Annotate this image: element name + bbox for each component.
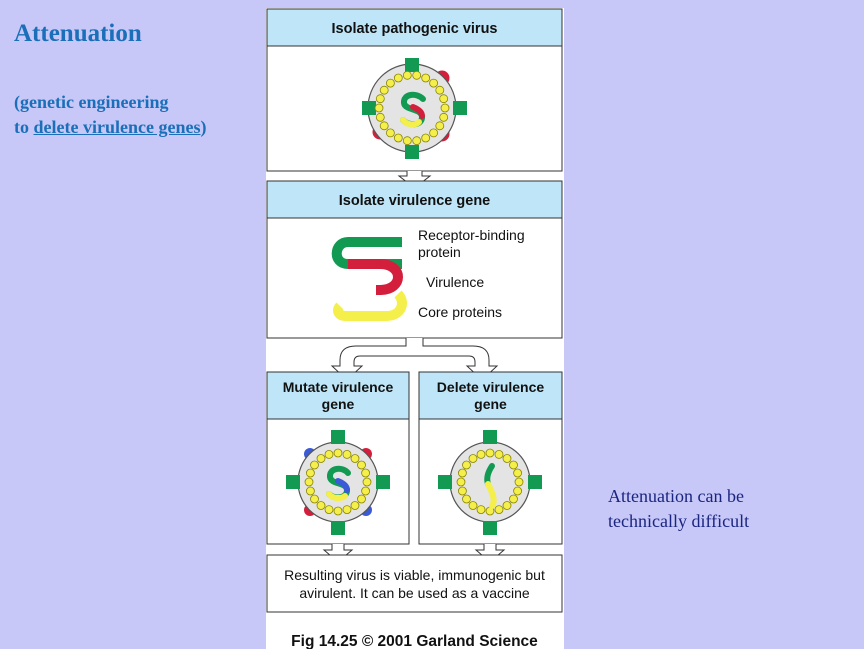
box2-header: Isolate virulence gene <box>339 193 491 209</box>
box-isolate-virulence-gene: Isolate virulence gene Receptor-binding … <box>266 180 563 339</box>
subtitle-suffix: ) <box>200 117 207 137</box>
result-line-1: Resulting virus is viable, immunogenic b… <box>284 567 545 583</box>
subtitle-line-2: to delete virulence genes) <box>14 115 206 140</box>
side-note: Attenuation can be technically difficult <box>608 484 749 534</box>
box1-header: Isolate pathogenic virus <box>332 21 498 37</box>
subtitle-link: delete virulence genes <box>33 117 201 137</box>
result-box-bg <box>266 554 563 613</box>
box1-header-bg <box>266 8 563 47</box>
label-receptor-line1: Receptor-binding <box>418 227 525 243</box>
box-mutate-virulence-gene: Mutate virulence gene <box>266 371 410 545</box>
box4-header-line1: Delete virulence <box>437 379 545 395</box>
arrow-split <box>330 338 499 381</box>
mutated-virus-icon <box>286 430 390 535</box>
capsid-ring <box>304 448 372 516</box>
result-line-2: avirulent. It can be used as a vaccine <box>299 585 530 601</box>
label-core-proteins: Core proteins <box>418 304 502 320</box>
result-box: Resulting virus is viable, immunogenic b… <box>266 554 563 613</box>
capsid-ring <box>374 70 450 146</box>
side-note-line-1: Attenuation can be <box>608 486 744 506</box>
capsid-ring <box>456 448 524 516</box>
attenuation-figure: Isolate pathogenic virus Isolate virulen… <box>266 8 564 649</box>
box3-header-line2: gene <box>322 396 355 412</box>
box-delete-virulence-gene: Delete virulence gene <box>418 371 563 545</box>
slide-subtitle: (genetic engineering to delete virulence… <box>14 90 206 140</box>
label-virulence: Virulence <box>426 274 484 290</box>
pathogenic-virus-icon <box>362 58 467 159</box>
label-receptor-line2: protein <box>418 244 461 260</box>
box4-header-bg <box>418 371 563 420</box>
box3-header-bg <box>266 371 410 420</box>
box2-header-bg <box>266 180 563 219</box>
subtitle-prefix: to <box>14 117 34 137</box>
figure-caption: Fig 14.25 © 2001 Garland Science <box>291 633 538 649</box>
box4-header-line2: gene <box>474 396 507 412</box>
slide-title: Attenuation <box>14 20 142 47</box>
box-isolate-pathogenic-virus: Isolate pathogenic virus <box>266 8 563 172</box>
side-note-line-2: technically difficult <box>608 511 750 531</box>
deleted-gene-virus-icon <box>438 430 542 535</box>
subtitle-line-1: (genetic engineering <box>14 92 169 112</box>
box3-header-line1: Mutate virulence <box>283 379 394 395</box>
gene-segment-icon <box>331 237 407 321</box>
box2-body <box>266 217 563 339</box>
